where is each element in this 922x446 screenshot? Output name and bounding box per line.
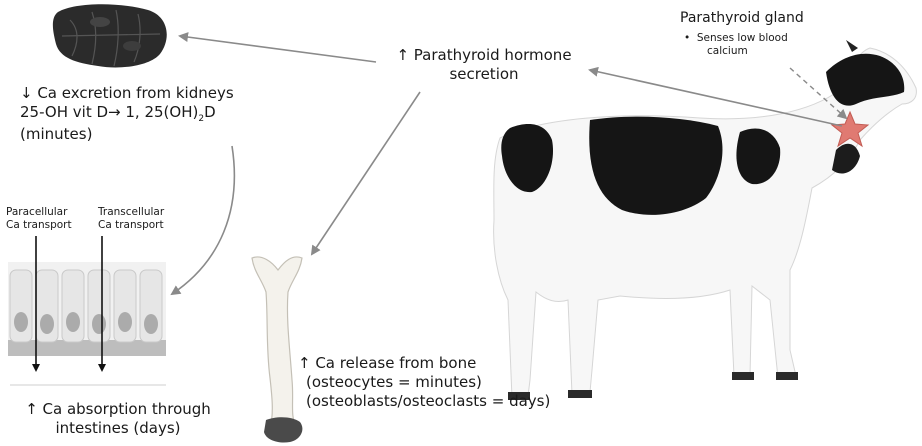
- gland-note: • Senses low blood calcium: [684, 32, 788, 58]
- pth-line1: ↑ Parathyroid hormone: [386, 46, 582, 65]
- vitd-product: 1, 25(OH): [125, 103, 198, 121]
- bone-line1: ↑ Ca release from bone: [298, 354, 550, 373]
- transcellular-line2: Ca transport: [98, 219, 164, 232]
- intestine-line2: intestines (days): [10, 419, 226, 438]
- gland-title: Parathyroid gland: [680, 10, 804, 28]
- paracellular-line1: Paracellular: [6, 206, 72, 219]
- kidney-label: ↓ Ca excretion from kidneys 25-OH vit D→…: [20, 84, 234, 144]
- transcellular-label: Transcellular Ca transport: [98, 206, 164, 232]
- conversion-arrow: →: [108, 103, 121, 121]
- pth-line2: secretion: [386, 65, 582, 84]
- gland-note-line1: Senses low blood: [697, 32, 788, 44]
- kidney-line2: 25-OH vit D→ 1, 25(OH)2D: [20, 103, 234, 125]
- gland-note-line2: calcium: [684, 45, 788, 58]
- pth-secretion-label: ↑ Parathyroid hormone secretion: [386, 46, 582, 84]
- kidney-illustration: [53, 4, 167, 67]
- arrow-pth-to-bone: [312, 92, 420, 254]
- transcellular-line1: Transcellular: [98, 206, 164, 219]
- bone-release-label: ↑ Ca release from bone (osteocytes = min…: [298, 354, 550, 410]
- kidney-line3: (minutes): [20, 125, 234, 144]
- cow-illustration: [494, 40, 917, 400]
- bone-line2: (osteocytes = minutes): [298, 373, 550, 392]
- vitd-precursor: 25-OH vit D: [20, 103, 108, 121]
- bone-illustration: [252, 257, 302, 443]
- gland-note-bullet: •: [684, 32, 690, 44]
- intestine-line1: ↑ Ca absorption through: [10, 400, 226, 419]
- paracellular-label: Paracellular Ca transport: [6, 206, 72, 232]
- paracellular-line2: Ca transport: [6, 219, 72, 232]
- kidney-line1: ↓ Ca excretion from kidneys: [20, 84, 234, 103]
- vitd-suffix: D: [204, 103, 216, 121]
- intestine-absorption-label: ↑ Ca absorption through intestines (days…: [10, 400, 226, 438]
- bone-line3: (osteoblasts/osteoclasts = days): [298, 392, 550, 411]
- arrow-pth-to-kidney: [180, 36, 376, 62]
- intestine-illustration: [8, 236, 166, 385]
- arrow-kidney-to-intestine: [172, 146, 234, 294]
